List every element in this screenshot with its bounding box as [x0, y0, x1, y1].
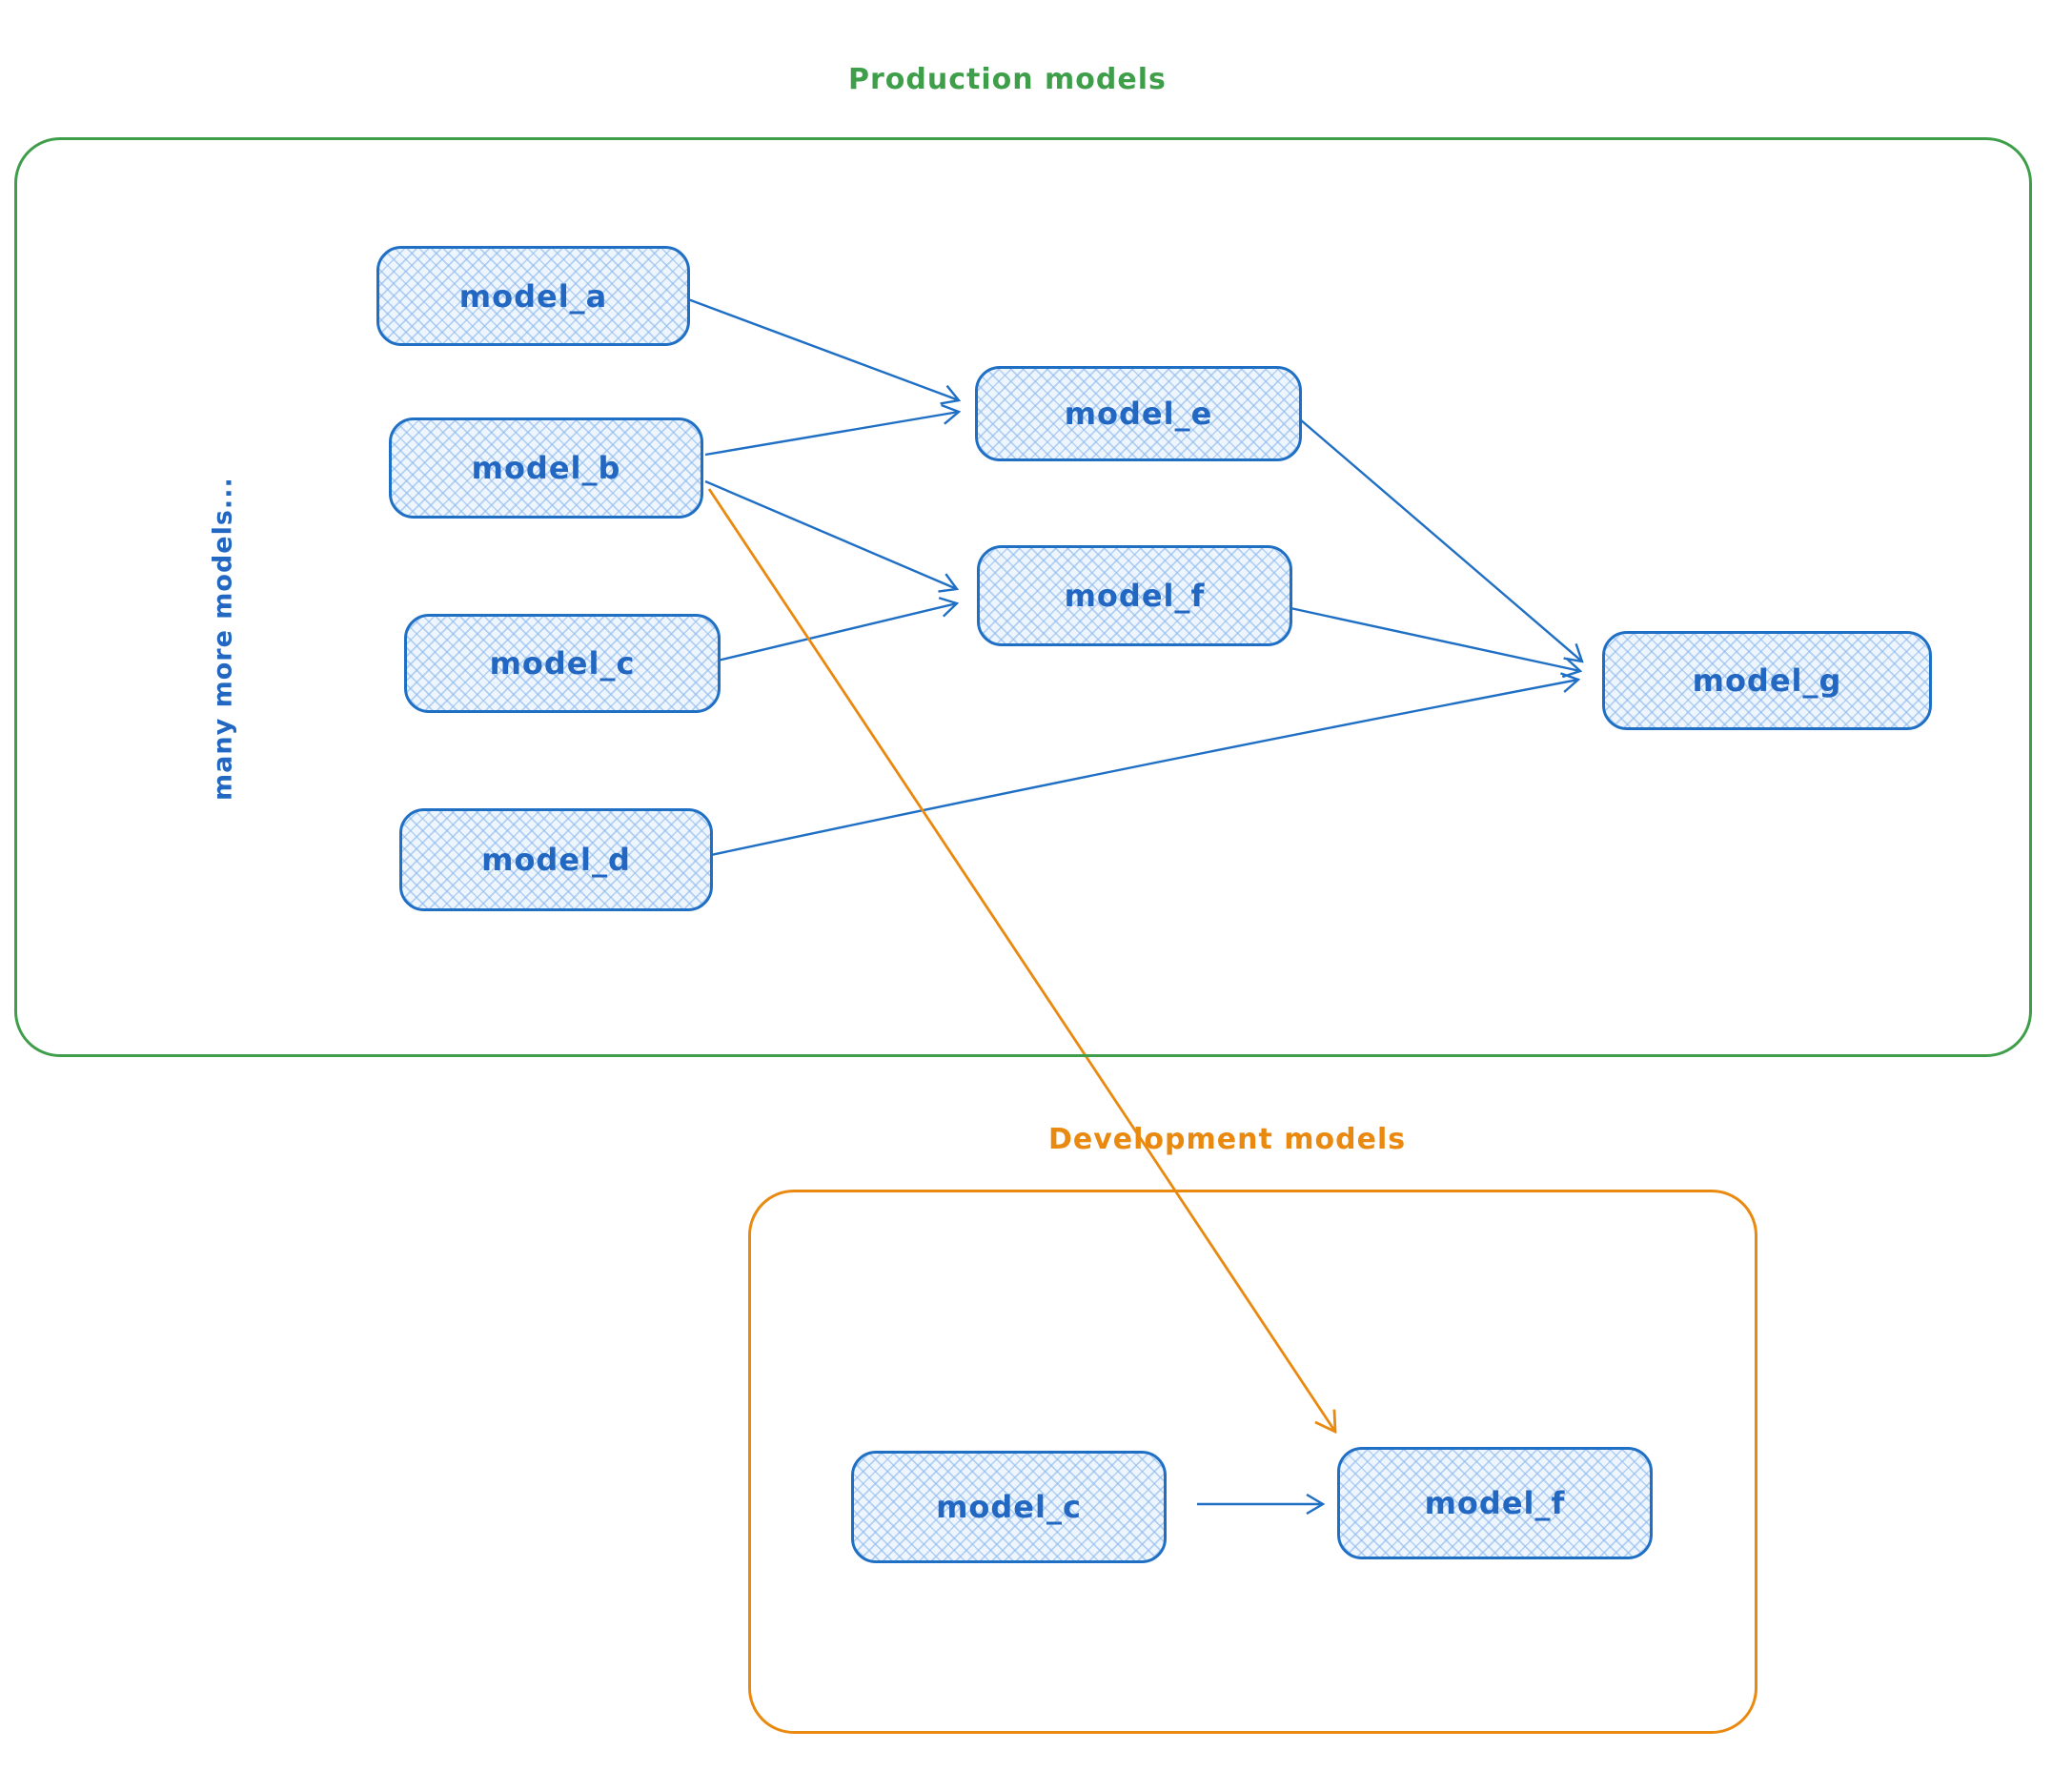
node-model-d: model_d [399, 808, 713, 911]
node-model-g-label: model_g [1692, 662, 1842, 699]
node-dev-model-f: model_f [1337, 1447, 1653, 1559]
production-group-title: Production models [848, 63, 1167, 96]
node-model-a-label: model_a [458, 277, 608, 315]
node-model-d-label: model_d [481, 842, 631, 878]
node-model-f: model_f [977, 545, 1292, 646]
node-model-a: model_a [376, 246, 690, 346]
node-model-b-label: model_b [471, 450, 621, 486]
production-group-container [14, 137, 2032, 1057]
node-dev-model-f-label: model_f [1424, 1485, 1566, 1521]
node-model-c-label: model_c [489, 645, 636, 682]
node-model-b: model_b [389, 417, 703, 519]
node-dev-model-c-label: model_c [936, 1489, 1082, 1525]
node-model-e-label: model_e [1064, 396, 1213, 432]
many-more-models-note: many more models... [208, 477, 238, 801]
node-dev-model-c: model_c [851, 1451, 1167, 1563]
node-model-e: model_e [975, 366, 1302, 461]
node-model-f-label: model_f [1064, 578, 1206, 614]
node-model-g: model_g [1602, 631, 1932, 730]
node-model-c: model_c [404, 614, 721, 713]
development-group-container [748, 1190, 1757, 1734]
development-group-title: Development models [1048, 1123, 1407, 1156]
